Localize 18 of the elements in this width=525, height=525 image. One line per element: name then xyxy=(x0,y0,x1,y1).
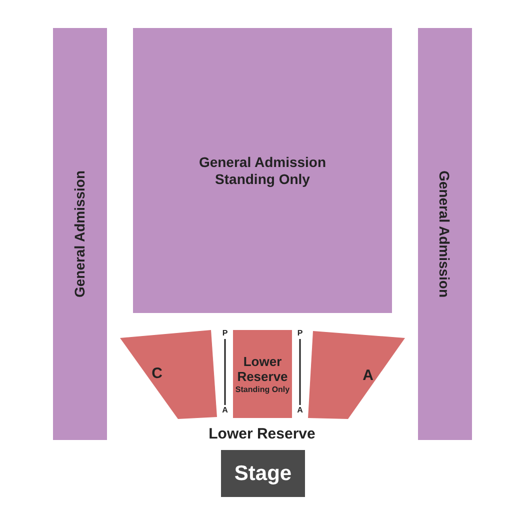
row-label: P xyxy=(297,328,303,338)
row-label: P xyxy=(222,328,228,338)
section-label: C xyxy=(152,365,162,382)
seating-section xyxy=(53,28,107,440)
section-label: Lower Reserve xyxy=(236,354,289,385)
section-label: General Admission xyxy=(72,170,88,298)
section-label: General Admission xyxy=(437,170,453,298)
row-label: A xyxy=(222,406,228,414)
section-label: A xyxy=(362,366,374,384)
row-label: A xyxy=(297,406,303,414)
section-label: General Admission Standing Only xyxy=(198,154,328,188)
seating-section xyxy=(233,330,292,418)
stage-label: Stage xyxy=(234,462,292,486)
section-label: Standing Only xyxy=(235,384,290,394)
seating-section xyxy=(133,28,392,313)
section-label: Lower Reserve xyxy=(208,426,316,442)
seating-section xyxy=(418,28,472,440)
stage-block xyxy=(221,450,305,497)
